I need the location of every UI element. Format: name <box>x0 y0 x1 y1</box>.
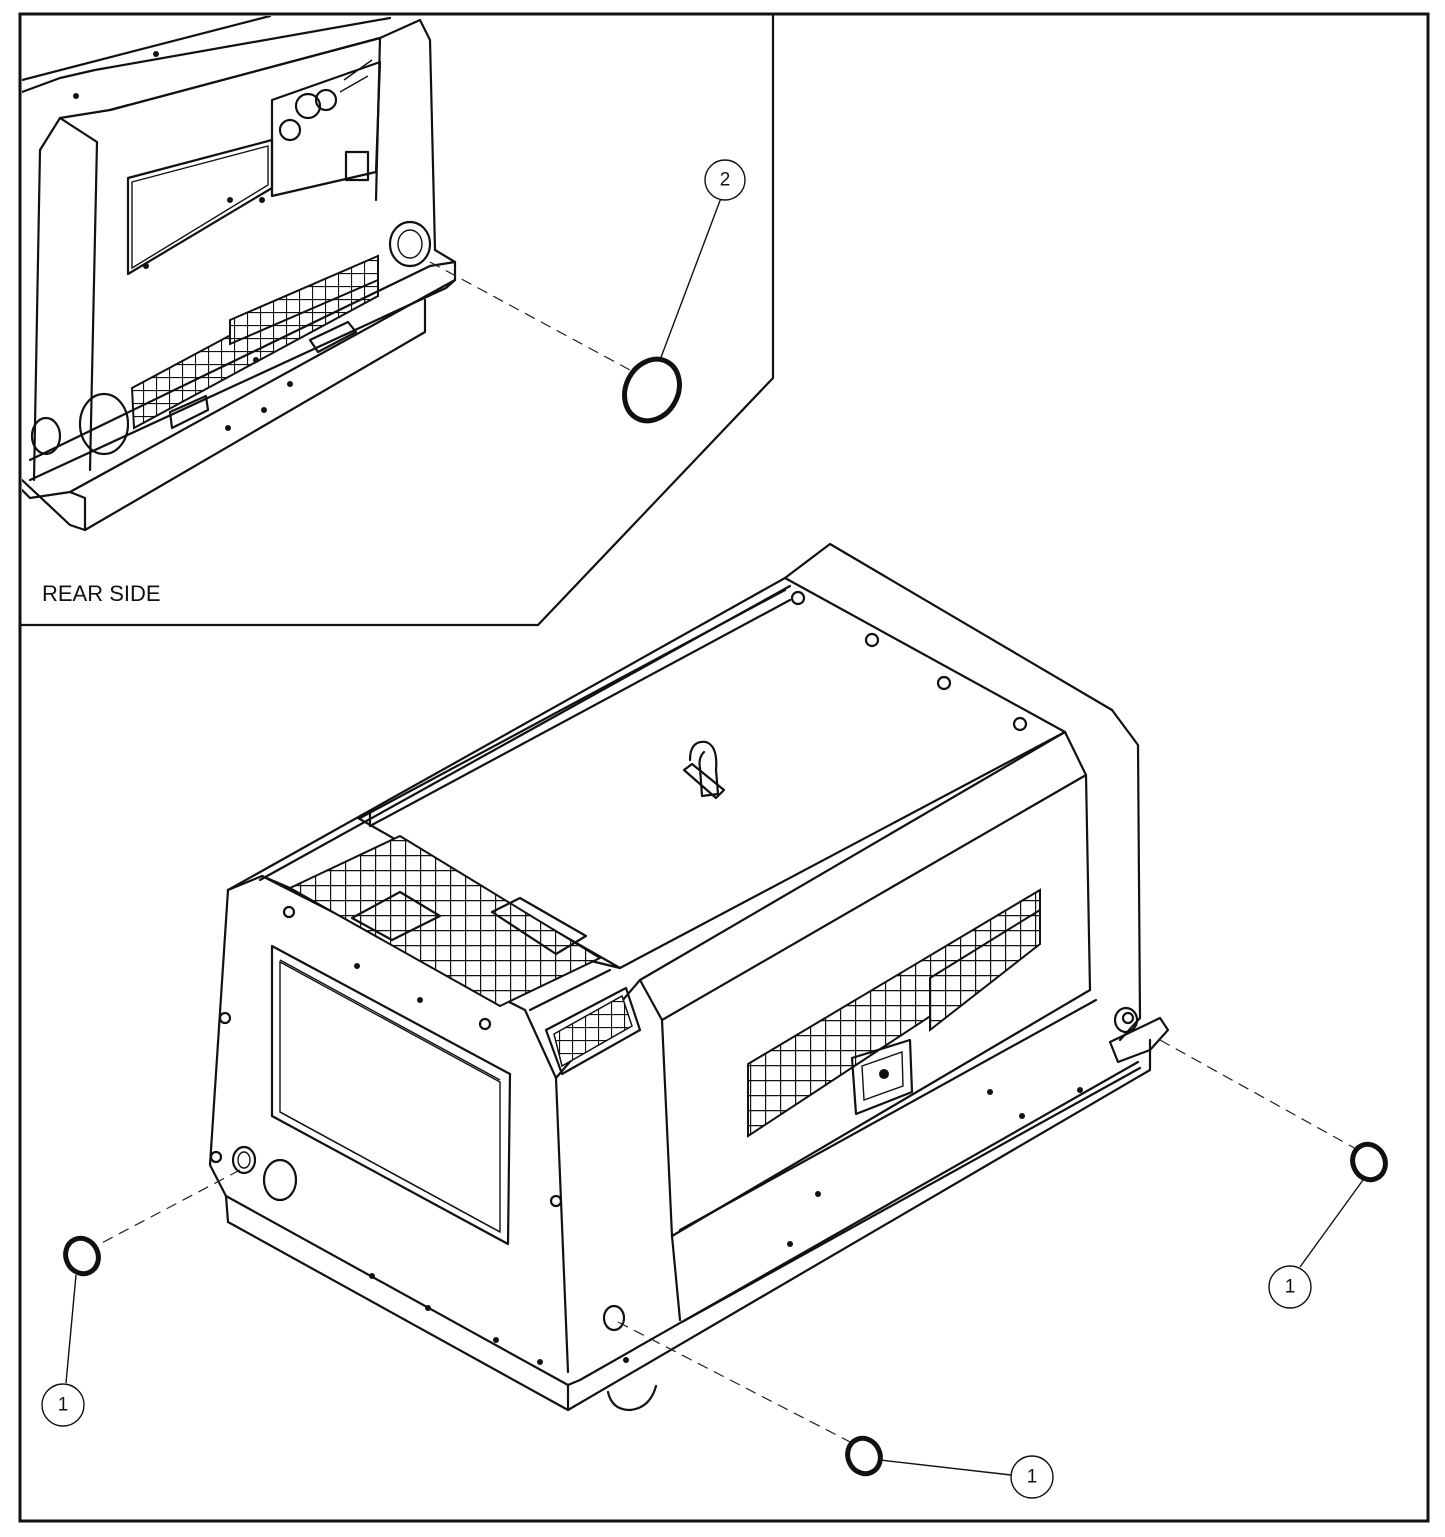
callout-1-left: 1 <box>41 1383 85 1427</box>
inset-label: REAR SIDE <box>42 581 161 606</box>
callout-1-bottom-number: 1 <box>1027 1467 1038 1488</box>
part-1-plug-bottom <box>617 1321 1012 1477</box>
part-1-plug-right <box>1159 1039 1388 1268</box>
part-1-plug-left <box>63 1169 241 1384</box>
generator-main-view <box>208 542 1170 1412</box>
callout-1-right: 1 <box>1268 1265 1312 1309</box>
callout-2-number: 2 <box>720 170 731 191</box>
callout-1-bottom: 1 <box>1010 1455 1054 1499</box>
inset-rear-view: REAR SIDE <box>20 14 775 627</box>
callout-2: 2 <box>704 159 746 201</box>
callout-1-left-number: 1 <box>58 1395 69 1416</box>
part-2-plug <box>429 197 722 424</box>
callout-1-right-number: 1 <box>1285 1277 1296 1298</box>
drawing-border <box>18 12 1430 1523</box>
inset-frame <box>20 14 775 627</box>
